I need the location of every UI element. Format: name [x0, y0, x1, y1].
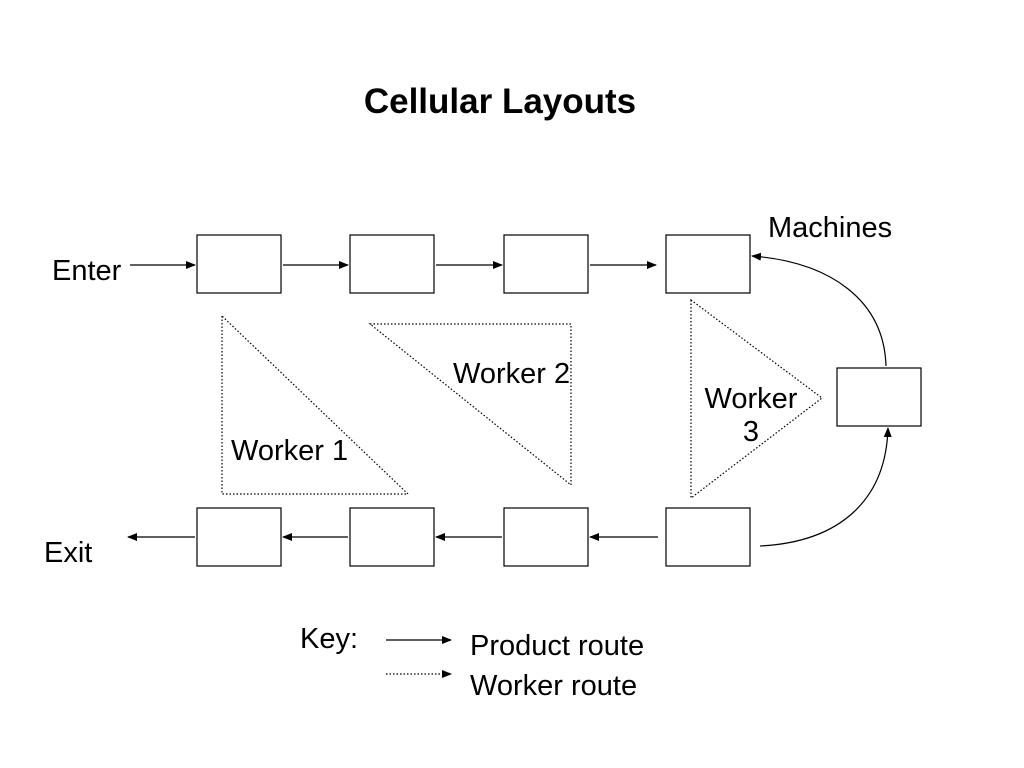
- enter-label: Enter: [52, 255, 122, 287]
- machine-bottom-3: [503, 507, 589, 567]
- exit-label: Exit: [44, 537, 93, 569]
- key-label: Key:: [300, 623, 359, 655]
- product-arrow-curve-up: [751, 252, 887, 367]
- worker-2-route: [368, 323, 572, 487]
- machine-top-2: [349, 234, 435, 294]
- key-product-route-label: Product route: [470, 630, 645, 662]
- machine-top-1: [196, 234, 282, 294]
- worker-3-label: Worker 3: [693, 383, 809, 450]
- machines-label: Machines: [768, 212, 893, 244]
- product-arrow-curve-bottom: [759, 427, 892, 547]
- worker-3-label-line1: Worker: [704, 383, 798, 415]
- worker-1-route: [221, 314, 410, 495]
- worker-3-label-line2: 3: [742, 416, 760, 449]
- worker-1-label: Worker 1: [231, 435, 349, 467]
- key-worker-route-label: Worker route: [470, 670, 638, 702]
- machine-top-3: [503, 234, 589, 294]
- machine-bottom-4: [665, 507, 751, 567]
- slide-title: Cellular Layouts: [363, 82, 637, 121]
- machine-bottom-2: [349, 507, 435, 567]
- worker-3-route: [690, 298, 823, 500]
- worker-2-label: Worker 2: [453, 358, 571, 390]
- machine-top-4: [665, 234, 751, 294]
- machine-bottom-1: [196, 507, 282, 567]
- machine-right: [836, 367, 922, 427]
